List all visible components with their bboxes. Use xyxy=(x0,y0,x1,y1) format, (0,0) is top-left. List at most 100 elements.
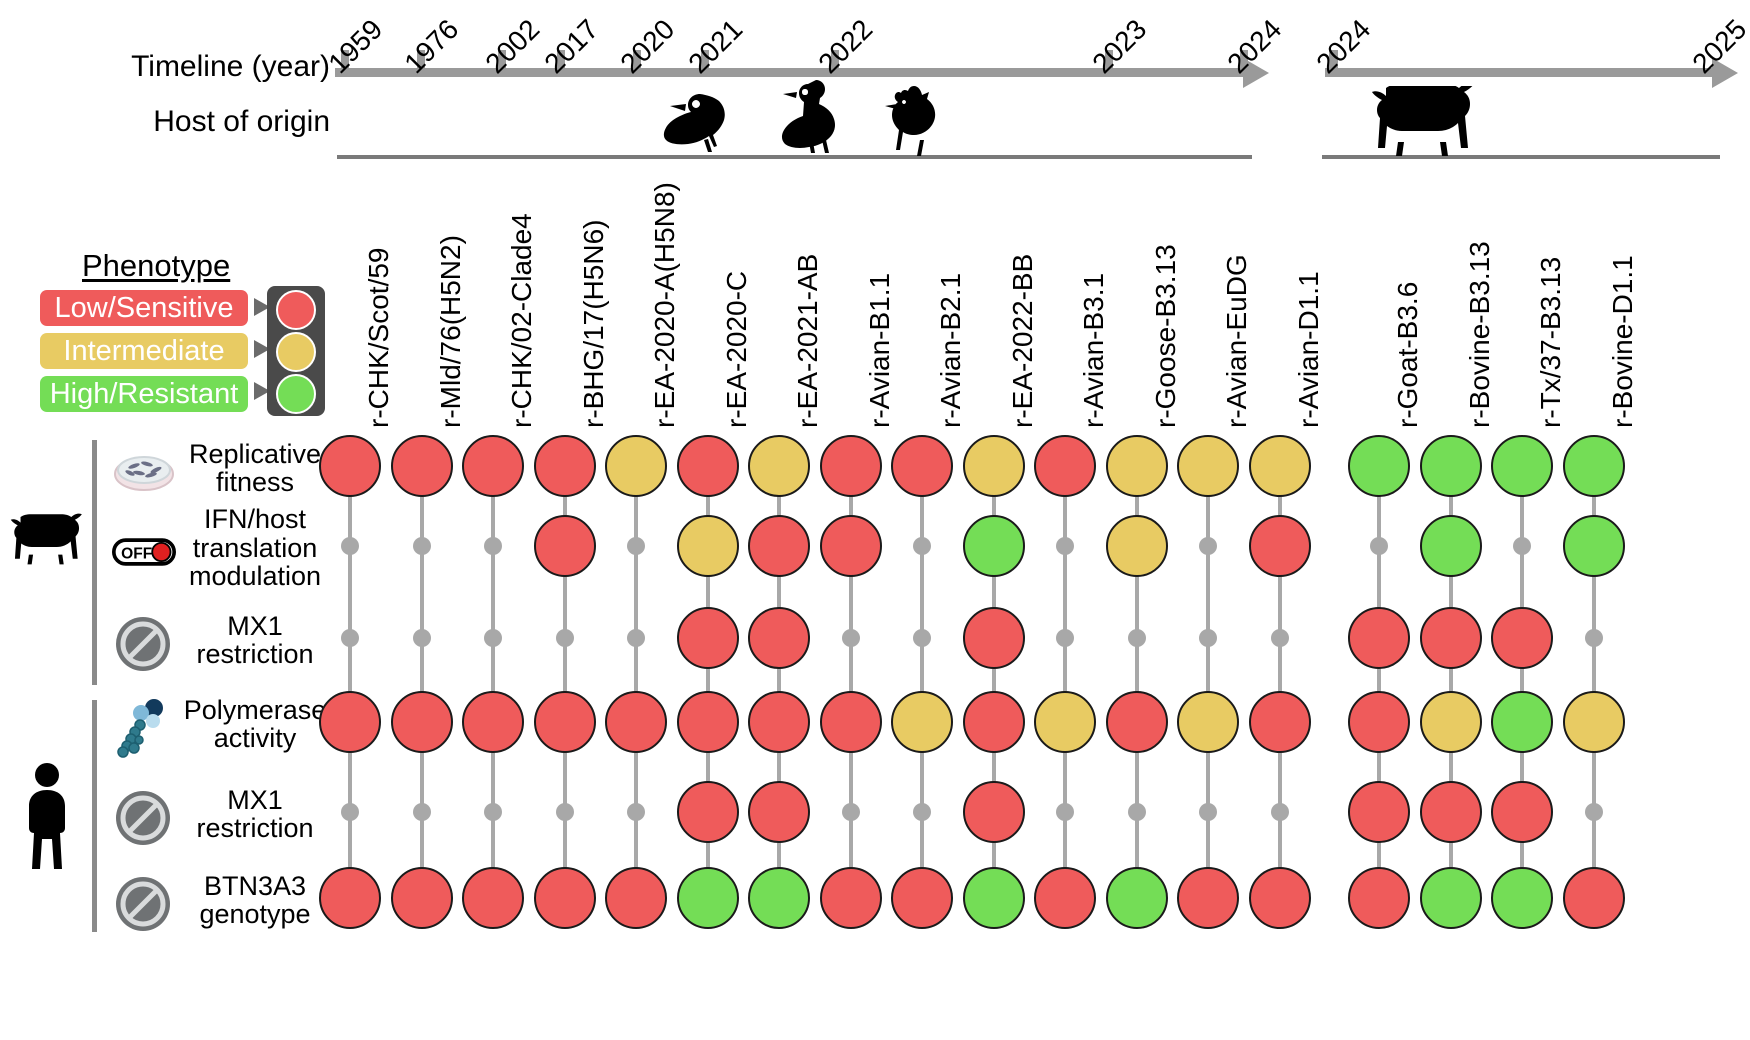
cell-connector xyxy=(1377,722,1381,812)
cell-connector xyxy=(1377,546,1381,638)
cell-phenotype-dot xyxy=(605,435,667,497)
column-header: r-Bovine-B3.13 xyxy=(1463,241,1495,428)
cell-phenotype-dot xyxy=(676,781,739,843)
column-header: r-Tx/37-B3.13 xyxy=(1535,256,1566,428)
cell-empty-marker xyxy=(1056,537,1074,555)
duck-icon xyxy=(663,94,725,152)
cell-connector xyxy=(419,546,424,638)
cell-phenotype-dot xyxy=(1105,691,1168,753)
cell-connector xyxy=(1377,812,1381,898)
cell-empty-marker xyxy=(1584,803,1603,821)
timeline-tick xyxy=(1105,50,1114,70)
cell-connector xyxy=(1591,638,1596,722)
cell-connector xyxy=(991,546,996,638)
cell-empty-marker xyxy=(555,803,574,821)
column-header: r-Mld/76(H5N2) xyxy=(434,235,466,428)
cell-phenotype-dot xyxy=(533,691,596,753)
timeline-tick xyxy=(556,50,565,70)
cell-phenotype-dot xyxy=(891,691,953,753)
row-label: Polymerase activity xyxy=(183,694,327,753)
cell-connector xyxy=(1063,466,1067,546)
cell-empty-marker xyxy=(627,537,645,555)
cell-connector xyxy=(491,638,495,722)
cell-connector xyxy=(1206,638,1210,722)
cell-connector xyxy=(1448,546,1453,638)
column-header: r-BHG/17(H5N6) xyxy=(577,219,609,428)
cell-phenotype-dot xyxy=(962,435,1025,497)
mammal-group-underline xyxy=(1322,155,1720,159)
cell-phenotype-dot xyxy=(962,691,1025,753)
cell-empty-marker xyxy=(1056,629,1074,647)
cell-phenotype-dot xyxy=(819,867,882,929)
cell-phenotype-dot xyxy=(1419,607,1482,669)
cell-connector xyxy=(920,546,924,638)
cell-connector xyxy=(634,466,638,546)
cell-phenotype-dot xyxy=(319,867,381,929)
cell-phenotype-dot xyxy=(1248,435,1311,497)
cell-connector xyxy=(348,546,352,638)
row-label: MX1 restriction xyxy=(196,784,314,843)
cell-connector xyxy=(1277,812,1282,898)
cell-empty-marker xyxy=(1513,537,1531,555)
goose-icon xyxy=(781,80,835,153)
cell-connector xyxy=(1591,466,1596,546)
cell-phenotype-dot xyxy=(605,691,667,753)
host-of-origin-label: Host of origin xyxy=(153,105,330,138)
cell-phenotype-dot xyxy=(748,515,810,577)
cell-connector xyxy=(1520,546,1524,638)
cell-empty-marker xyxy=(1127,803,1146,821)
cell-connector xyxy=(848,722,853,812)
no-entry-icon xyxy=(112,612,176,676)
cell-phenotype-dot xyxy=(1348,781,1410,843)
cell-phenotype-dot xyxy=(533,515,596,577)
svg-text:OFF: OFF xyxy=(121,545,152,562)
cell-empty-marker xyxy=(412,803,431,821)
cell-phenotype-dot xyxy=(319,691,381,753)
cell-phenotype-dot xyxy=(676,691,739,753)
cell-phenotype-dot xyxy=(1419,781,1482,843)
timeline-axis-avian xyxy=(335,68,1250,77)
cell-empty-marker xyxy=(841,629,860,647)
legend-title: Phenotype xyxy=(82,248,231,283)
cell-phenotype-dot xyxy=(462,867,524,929)
cell-connector xyxy=(1206,812,1210,898)
legend-pointer-high xyxy=(254,382,270,400)
cell-phenotype-dot xyxy=(1177,691,1239,753)
avian-group-underline xyxy=(337,155,1252,159)
cell-phenotype-dot xyxy=(1491,781,1553,843)
cell-phenotype-dot xyxy=(1105,867,1168,929)
cell-phenotype-dot xyxy=(819,691,882,753)
cell-phenotype-dot xyxy=(1248,867,1311,929)
cell-connector xyxy=(777,812,781,898)
cell-connector xyxy=(991,638,996,722)
no-entry-icon xyxy=(112,786,176,850)
cell-phenotype-dot xyxy=(962,515,1025,577)
cell-connector xyxy=(1277,546,1282,638)
cell-connector xyxy=(1134,638,1139,722)
cell-empty-marker xyxy=(341,629,359,647)
cell-connector xyxy=(1448,812,1453,898)
polymerase-icon xyxy=(112,696,176,760)
cell-phenotype-dot xyxy=(748,781,810,843)
traffic-light-icon xyxy=(267,286,325,416)
cell-connector xyxy=(1520,466,1524,546)
legend-label-low: Low/Sensitive xyxy=(54,291,234,324)
cell-phenotype-dot xyxy=(1562,867,1625,929)
cell-connector xyxy=(705,466,710,546)
cell-empty-marker xyxy=(1270,803,1289,821)
row-label: IFN/host translation modulation xyxy=(188,504,322,592)
cell-connector xyxy=(491,466,495,546)
cell-phenotype-dot xyxy=(1034,435,1096,497)
cell-phenotype-dot xyxy=(1105,435,1168,497)
row-label: MX1 restriction xyxy=(196,610,314,669)
human-icon xyxy=(29,763,65,869)
cell-phenotype-dot xyxy=(748,607,810,669)
cell-connector xyxy=(1134,812,1139,898)
traffic-lamp-yellow xyxy=(276,332,316,372)
legend-chip-high: High/Resistant xyxy=(40,376,248,412)
column-header: r-Avian-B3.1 xyxy=(1078,272,1109,428)
cell-connector xyxy=(562,546,567,638)
cell-connector xyxy=(920,466,924,546)
cell-connector xyxy=(634,812,638,898)
cell-connector xyxy=(991,722,996,812)
